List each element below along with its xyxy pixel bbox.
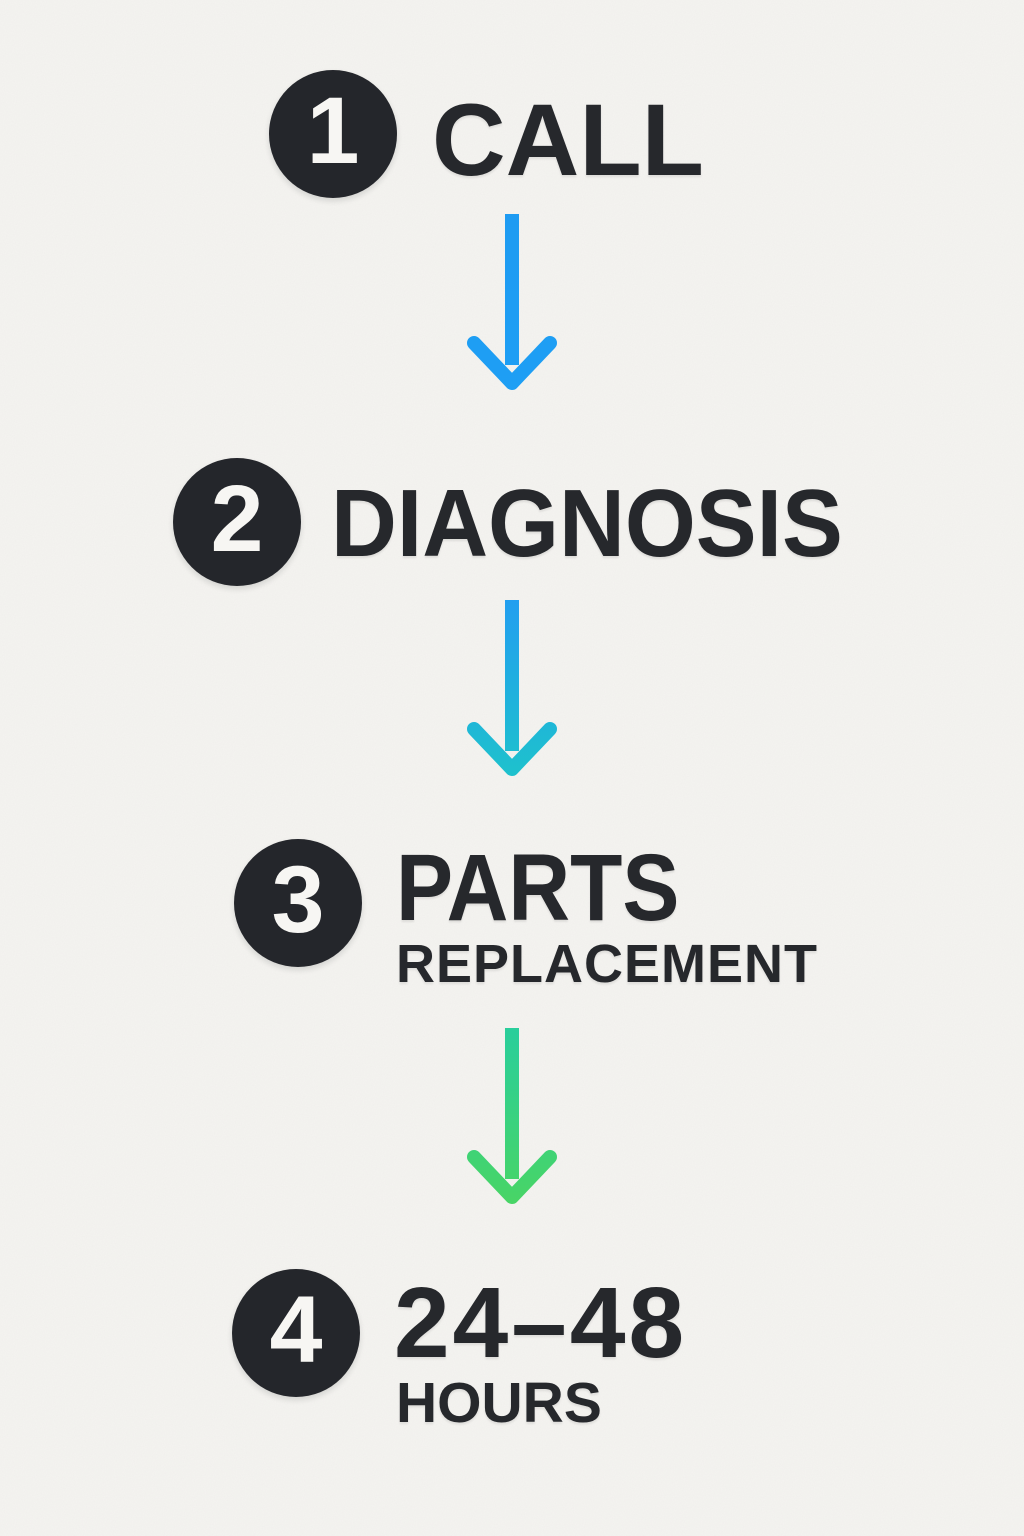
step-2-number: 2 (210, 465, 264, 572)
flow-arrow-2-icon (467, 600, 557, 776)
step-4-number: 4 (269, 1276, 323, 1383)
step-3-number: 3 (271, 846, 325, 953)
step-1-number: 1 (306, 77, 360, 184)
step-4-subtitle: HOURS (396, 1371, 602, 1435)
step-3-subtitle: REPLACEMENT (396, 934, 819, 994)
flow-arrow-3-icon (467, 1028, 557, 1204)
step-3-title: PARTS (396, 835, 680, 941)
step-2-title: DIAGNOSIS (331, 470, 843, 577)
flow-arrow-1-icon (467, 214, 557, 390)
step-3-number-badge: 3 (234, 839, 362, 967)
step-1-number-badge: 1 (269, 70, 397, 198)
step-1-title: CALL (432, 83, 704, 197)
step-4-title: 24–48 (394, 1267, 688, 1379)
step-2-number-badge: 2 (173, 458, 301, 586)
step-4-number-badge: 4 (232, 1269, 360, 1397)
